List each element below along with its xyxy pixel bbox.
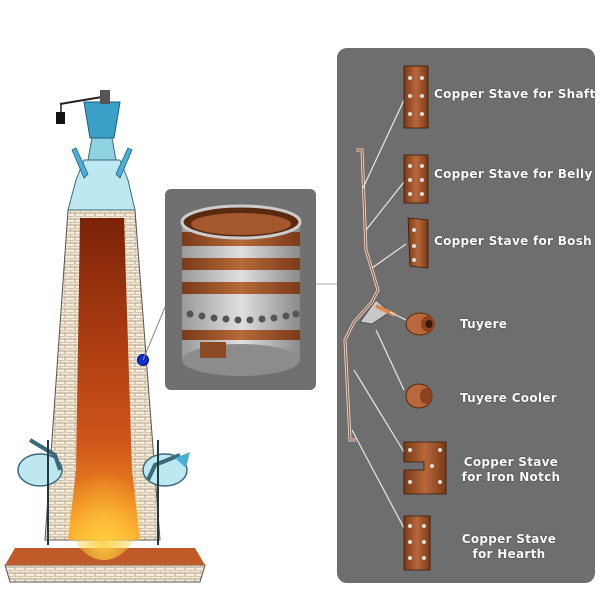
- label-tuyere-cooler: Tuyere Cooler: [460, 391, 557, 405]
- stave-hearth-image: [403, 515, 431, 571]
- bustle-pipe-left: [17, 438, 63, 545]
- label-stave-bosh: Copper Stave for Bosh: [434, 234, 593, 248]
- stave-shaft-image: [403, 65, 429, 129]
- components-panel-bg: [337, 48, 595, 583]
- leader-tuyere: [389, 311, 407, 321]
- leader-shaft: [362, 99, 405, 189]
- stave-iron-notch-image: [403, 441, 447, 495]
- stave-bosh-image: [407, 217, 429, 269]
- furnace-hot-zone: [64, 440, 144, 560]
- hoist-weight: [56, 112, 65, 124]
- leader-iron-notch: [353, 369, 405, 453]
- ring-bottom: [182, 344, 300, 376]
- uptake-pipe-right: [115, 147, 133, 179]
- ring-band-2: [182, 258, 300, 270]
- label-stave-iron-notch: Copper Stave for Iron Notch: [456, 455, 566, 485]
- charging-hopper: [83, 101, 121, 139]
- furnace-top-hood: [67, 159, 136, 211]
- label-stave-hearth-line1: Copper Stave: [461, 532, 557, 546]
- label-stave-iron-notch-line1: Copper Stave: [463, 455, 559, 469]
- leader-tuyere-cooler: [375, 329, 405, 391]
- leader-bosh: [371, 243, 407, 269]
- stave-ring-inset: [165, 189, 338, 390]
- stave-belly-image: [403, 154, 429, 204]
- leader-lines: [351, 99, 407, 531]
- ring-tuyere-row: [186, 310, 300, 324]
- label-tuyere: Tuyere: [460, 317, 508, 331]
- ring-band-3: [182, 282, 300, 294]
- label-stave-hearth: Copper Stave for Hearth: [454, 532, 564, 562]
- ring-inner-wall: [191, 213, 291, 235]
- leader-hearth: [351, 429, 406, 531]
- stave-components-panel: [337, 48, 595, 583]
- hoist-head: [100, 90, 110, 104]
- label-stave-belly: Copper Stave for Belly: [434, 167, 593, 181]
- uptake-pipe-left: [71, 147, 89, 179]
- blast-furnace: [4, 90, 206, 583]
- furnace-profile: [343, 148, 396, 442]
- leader-belly: [365, 181, 405, 231]
- label-stave-shaft: Copper Stave for Shaft: [434, 87, 596, 101]
- label-stave-iron-notch-line2: for Iron Notch: [461, 470, 561, 484]
- ring-band-4: [182, 330, 300, 340]
- furnace-top-charging: [87, 137, 117, 161]
- callout-line-to-inset: [142, 299, 169, 361]
- label-stave-hearth-line2: for Hearth: [472, 547, 546, 561]
- bustle-pipe-right: [142, 440, 190, 545]
- tuyere-cooler-image: [405, 383, 433, 409]
- ring-hearth-panel: [200, 342, 226, 358]
- furnace-base: [4, 564, 206, 583]
- tuyere-image: [405, 312, 435, 336]
